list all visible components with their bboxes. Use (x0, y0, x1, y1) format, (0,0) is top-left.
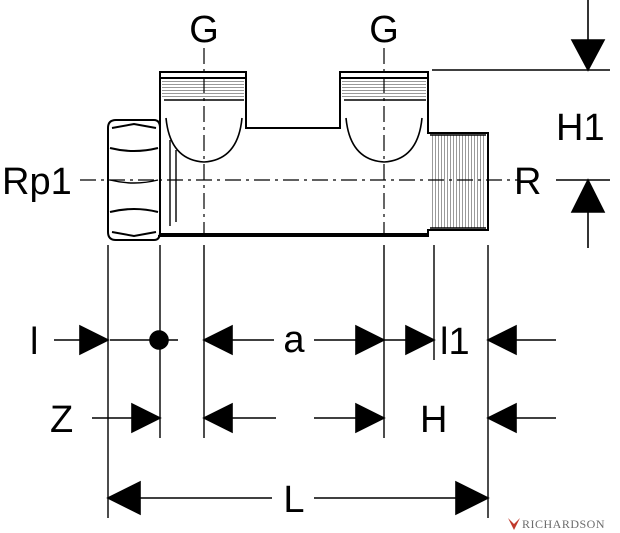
label-inlet-thread: Rp1 (2, 161, 72, 203)
label-outlet-thread: R (514, 161, 541, 203)
dimension-arrows (54, 0, 606, 516)
label-dim-l1: l1 (440, 321, 470, 363)
label-dim-h: H (420, 399, 447, 441)
outlet-bore-arcs (164, 99, 426, 163)
hex-nut (107, 119, 161, 241)
left-outlet-thread (162, 78, 244, 98)
label-outlet-right: G (369, 9, 399, 51)
watermark-text: RICHARDSON (522, 517, 605, 531)
center-point-dot (149, 330, 169, 350)
male-thread-end (430, 135, 486, 228)
label-dim-l: l (30, 321, 38, 363)
extension-lines (107, 69, 610, 518)
label-outlet-left: G (189, 9, 219, 51)
label-dim-a: a (283, 319, 305, 361)
label-dim-z: Z (50, 399, 73, 441)
watermark: RICHARDSON (508, 517, 605, 531)
label-height-offset: H1 (556, 107, 605, 149)
richardson-logo-icon (508, 518, 520, 530)
center-lines (80, 48, 520, 236)
label-dim-total: L (283, 479, 304, 521)
